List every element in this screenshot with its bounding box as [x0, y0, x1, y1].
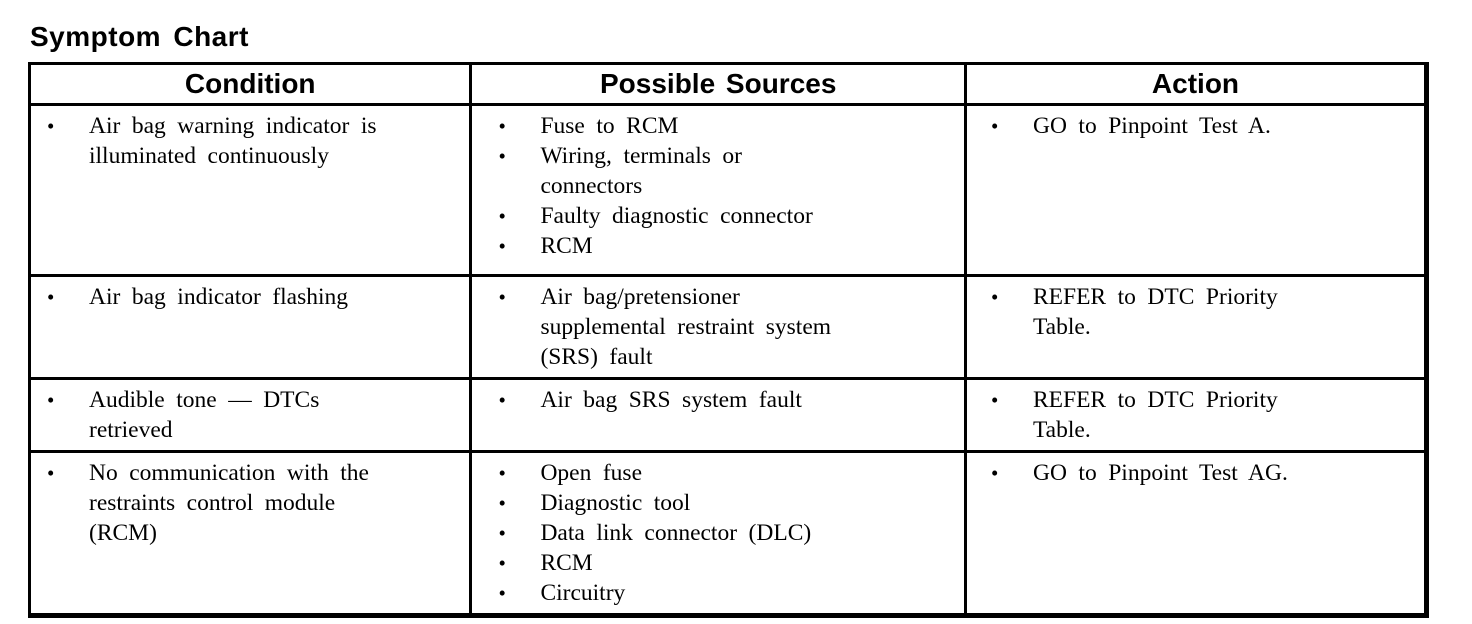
bullet-icon: • [498, 521, 506, 545]
bullet-item: • RCM [496, 231, 954, 261]
bullet-icon: • [498, 581, 506, 605]
action-cell: • REFER to DTC Priority Table. [963, 274, 1429, 380]
bullet-item: • REFER to DTC Priority Table. [989, 282, 1414, 342]
bullet-icon: • [498, 234, 506, 258]
bullet-icon: • [47, 114, 55, 138]
sources-cell: • Fuse to RCM • Wiring, terminals or connec… [469, 103, 967, 277]
bullet-item-text: Wiring, terminals or connectors [540, 143, 742, 199]
bullet-item: • Air bag/pretensioner supplemental restr… [496, 282, 954, 372]
column-header-possible-sources: Possible Sources [469, 62, 967, 106]
sources-cell: • Open fuse • Diagnostic tool • Data link con… [469, 450, 967, 617]
bullet-icon: • [498, 551, 506, 575]
bullet-item-text: Air bag SRS system fault [540, 387, 802, 413]
bullet-icon: • [990, 114, 999, 138]
bullet-item-text: Fuse to RCM [540, 113, 679, 139]
bullet-item-text: Air bag/pretensioner supplemental restra… [540, 284, 832, 370]
bullet-item-text: Data link connector (DLC) [540, 520, 812, 546]
table-row: • No communication with the restraints co… [27, 450, 1429, 617]
table-row: • Audible tone — DTCs retrieved • Air bag S… [27, 377, 1429, 453]
bullet-item: • No communication with the restraints co… [45, 458, 459, 548]
symptom-table: Condition Possible Sources Action • Air b… [27, 62, 1429, 618]
bullet-item-text: Air bag indicator flashing [89, 284, 349, 310]
bullet-item: • REFER to DTC Priority Table. [989, 385, 1414, 445]
bullet-icon: • [990, 285, 999, 309]
bullet-item-text: Faulty diagnostic connector [540, 203, 813, 229]
bullet-item: • Wiring, terminals or connectors [496, 141, 954, 201]
bullet-item: • Faulty diagnostic connector [496, 201, 954, 231]
sources-cell: • Air bag/pretensioner supplemental restr… [469, 274, 967, 380]
action-cell: • REFER to DTC Priority Table. [963, 377, 1429, 453]
bullet-item-text: Circuitry [540, 580, 626, 606]
bullet-icon: • [990, 388, 999, 412]
page-title: Symptom Chart [30, 21, 249, 52]
bullet-item: • RCM [496, 548, 954, 578]
bullet-item: • Diagnostic tool [496, 488, 954, 518]
bullet-icon: • [498, 491, 506, 515]
bullet-item: • GO to Pinpoint Test AG. [989, 458, 1414, 488]
bullet-icon: • [47, 285, 55, 309]
condition-cell: • Air bag indicator flashing [27, 274, 473, 380]
bullet-icon: • [47, 461, 55, 485]
bullet-icon: • [498, 388, 506, 412]
table-row: • Air bag warning indicator is illuminate… [27, 103, 1429, 277]
bullet-icon: • [47, 388, 55, 412]
bullet-item: • Data link connector (DLC) [496, 518, 954, 548]
condition-cell: • Air bag warning indicator is illuminate… [27, 103, 473, 277]
bullet-item: • GO to Pinpoint Test A. [989, 111, 1414, 141]
action-cell: • GO to Pinpoint Test A. [963, 103, 1429, 277]
table-row: • Air bag indicator flashing • Air bag/pret… [27, 274, 1429, 380]
column-header-condition: Condition [27, 62, 473, 106]
bullet-item-text: REFER to DTC Priority Table. [1032, 387, 1278, 443]
bullet-item-text: No communication with the restraints con… [89, 460, 369, 546]
bullet-item: • Air bag warning indicator is illuminate… [45, 111, 459, 171]
bullet-icon: • [498, 144, 506, 168]
bullet-item: • Air bag SRS system fault [496, 385, 954, 415]
bullet-item: • Air bag indicator flashing [45, 282, 459, 312]
condition-cell: • No communication with the restraints co… [27, 450, 473, 617]
bullet-icon: • [498, 461, 506, 485]
column-header-action: Action [963, 62, 1429, 106]
bullet-icon: • [990, 461, 999, 485]
bullet-item: • Circuitry [496, 578, 954, 608]
sources-cell: • Air bag SRS system fault [469, 377, 967, 453]
bullet-item: • Fuse to RCM [496, 111, 954, 141]
condition-cell: • Audible tone — DTCs retrieved [27, 377, 473, 453]
bullet-item-text: Audible tone — DTCs retrieved [89, 387, 320, 443]
bullet-item: • Audible tone — DTCs retrieved [45, 385, 459, 445]
action-cell: • GO to Pinpoint Test AG. [963, 450, 1429, 617]
bullet-item-text: Open fuse [540, 460, 643, 486]
bullet-icon: • [498, 114, 506, 138]
bullet-item-text: RCM [540, 550, 593, 576]
bullet-item-text: GO to Pinpoint Test A. [1032, 113, 1271, 139]
bullet-item-text: Diagnostic tool [540, 490, 691, 516]
bullet-item-text: REFER to DTC Priority Table. [1032, 284, 1278, 340]
bullet-icon: • [498, 204, 506, 228]
table-body: • Air bag warning indicator is illuminate… [27, 103, 1429, 617]
bullet-item-text: Air bag warning indicator is illuminated… [89, 113, 377, 169]
bullet-item-text: RCM [540, 233, 593, 259]
header-row: Condition Possible Sources Action [27, 62, 1429, 106]
bullet-item: • Open fuse [496, 458, 954, 488]
bullet-icon: • [498, 285, 506, 309]
bullet-item-text: GO to Pinpoint Test AG. [1032, 460, 1288, 486]
